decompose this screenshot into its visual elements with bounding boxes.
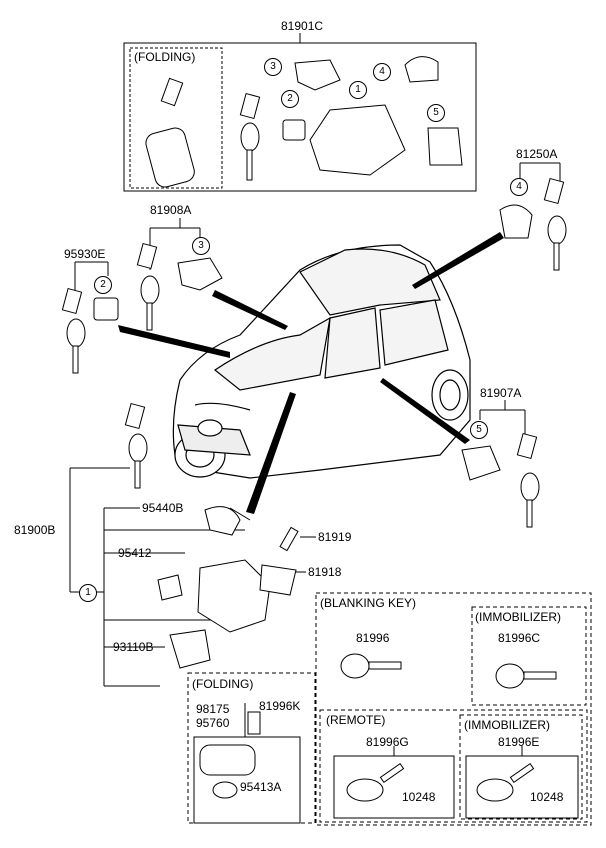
remote-title: (REMOTE) — [326, 713, 386, 727]
leader-wedges — [118, 232, 504, 514]
box-immobilizer-2 — [459, 714, 583, 820]
box-blanking-key — [315, 592, 592, 826]
callout-2-95930e: 2 — [94, 276, 112, 294]
part-label-81908a: 81908A — [150, 203, 192, 217]
folding-title-top: (FOLDING) — [134, 50, 196, 64]
callout-5-top: 5 — [427, 104, 445, 122]
part-label-95760: 95760 — [196, 716, 230, 730]
part-label-81996: 81996 — [356, 631, 390, 645]
part-label-81918: 81918 — [308, 565, 342, 579]
box-remote — [319, 709, 588, 823]
callout-3-81908a: 3 — [192, 237, 210, 255]
box-folding-top — [129, 47, 223, 189]
part-label-81900b: 81900B — [14, 523, 56, 537]
callout-5-81907a: 5 — [470, 421, 488, 439]
part-label-10248-a: 10248 — [402, 790, 436, 804]
part-label-93110b: 93110B — [113, 640, 154, 654]
box-folding-bottom — [187, 672, 316, 824]
callout-4-81250a: 4 — [510, 178, 528, 196]
car-illustration — [172, 244, 471, 479]
part-label-81996k: 81996K — [259, 699, 301, 713]
callout-2-top: 2 — [281, 90, 299, 108]
blanking-key-title: (BLANKING KEY) — [320, 596, 417, 610]
callout-3-top: 3 — [264, 58, 282, 76]
part-label-81996c: 81996C — [498, 631, 541, 645]
box-immobilizer-1 — [471, 606, 587, 706]
part-label-95412: 95412 — [118, 546, 152, 560]
part-label-81919: 81919 — [318, 530, 352, 544]
immobilizer-title-1: (IMMOBILIZER) — [475, 610, 561, 624]
part-label-81901c: 81901C — [281, 19, 324, 33]
part-label-95413a: 95413A — [240, 780, 282, 794]
part-label-10248-b: 10248 — [530, 790, 564, 804]
folding-title-bottom: (FOLDING) — [192, 677, 254, 691]
component-sketches — [61, 56, 567, 802]
part-label-81907a: 81907A — [480, 386, 522, 400]
part-label-95440b: 95440B — [142, 501, 184, 515]
part-label-81996g: 81996G — [366, 735, 409, 749]
callout-1-81900b: 1 — [79, 584, 97, 602]
callout-1-top: 1 — [349, 81, 367, 99]
part-label-95930e: 95930E — [64, 247, 106, 261]
part-label-98175: 98175 — [196, 702, 230, 716]
callout-4-top: 4 — [373, 63, 391, 81]
immobilizer-title-2: (IMMOBILIZER) — [464, 718, 550, 732]
part-label-81996e: 81996E — [498, 735, 540, 749]
part-label-81250a: 81250A — [516, 147, 558, 161]
